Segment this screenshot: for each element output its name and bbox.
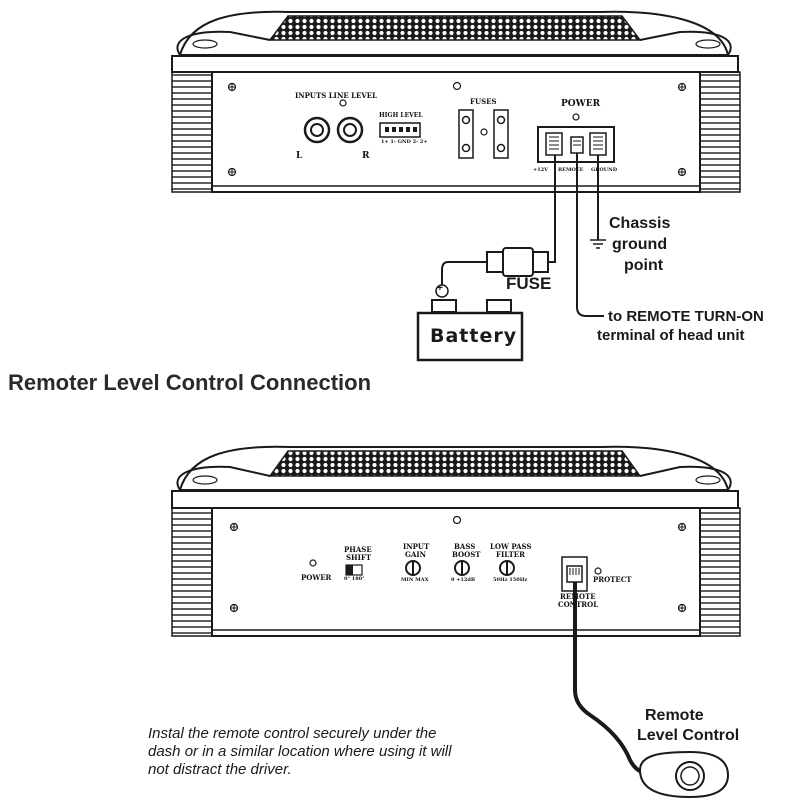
input-gain-label-1: INPUT — [403, 542, 430, 551]
phase-shift-label-1: PHASE — [344, 545, 372, 554]
inline-fuse — [486, 247, 549, 277]
remote-control-label-1: REMOTE — [560, 592, 596, 601]
wire-remote — [576, 153, 604, 317]
power-label: POWER — [561, 99, 601, 109]
remote-cable — [573, 582, 649, 776]
remote-control-label-2: CONTROL — [558, 600, 599, 609]
high-level-label: HIGH LEVEL — [379, 112, 423, 119]
wire-12v — [548, 155, 556, 263]
right-channel-label: R — [362, 151, 370, 161]
left-channel-label: L — [296, 151, 303, 161]
phase-shift-label-2: SHIFT — [346, 553, 372, 562]
install-note: Instal the remote control securely under… — [148, 725, 451, 779]
protect-label: PROTECT — [593, 575, 632, 584]
remote-turn-on-line-2: terminal of head unit — [597, 327, 745, 344]
bass-boost-range: 0 +12dB — [451, 577, 476, 583]
chassis-label-line-2: ground — [612, 236, 668, 253]
terminal-ground-label: GROUND — [591, 167, 618, 173]
install-note-line-2: dash or in a similar location where usin… — [148, 743, 452, 760]
rca-input-left — [303, 116, 331, 144]
remote-level-label-1: Remote — [645, 707, 704, 724]
chassis-label-line-1: Chassis — [609, 215, 671, 232]
install-note-line-3: not distract the driver. — [148, 761, 292, 778]
rca-input-right — [336, 116, 364, 144]
input-gain-label-2: GAIN — [405, 550, 427, 559]
wire-battery-positive — [441, 261, 487, 286]
bass-boost-label-1: BASS — [454, 542, 476, 551]
protect-led — [594, 567, 602, 575]
remote-turn-on-line-1: to REMOTE TURN-ON — [608, 308, 764, 325]
power-led — [309, 559, 317, 567]
remote-level-control-unit — [638, 750, 730, 798]
input-gain-range: MIN MAX — [401, 577, 429, 583]
low-pass-range: 50Hz 150Hz — [493, 577, 528, 583]
fuse-holders — [458, 109, 509, 159]
high-level-pins-label: 1+ 1- GND 2- 2+ — [381, 139, 428, 145]
power-led-label: POWER — [301, 573, 332, 582]
inputs-line-level-label: INPUTS LINE LEVEL — [295, 91, 378, 100]
install-note-line-1: Instal the remote control securely under… — [148, 725, 437, 742]
bass-boost-label-2: BOOST — [452, 550, 481, 559]
bottom-grille — [268, 450, 642, 477]
top-amplifier — [171, 10, 741, 193]
section-title: Remoter Level Control Connection — [8, 370, 372, 395]
terminal-remote-label: REMOTE — [558, 167, 584, 173]
chassis-label-line-3: point — [624, 257, 664, 274]
bottom-amplifier — [171, 445, 741, 637]
fuse-label: FUSE — [506, 274, 552, 293]
fuses-label: FUSES — [470, 97, 497, 106]
battery-positive-label: + — [437, 283, 443, 294]
phase-shift-range: 0° 180° — [344, 576, 365, 582]
battery — [416, 284, 524, 362]
terminal-12v-label: +12V — [533, 167, 549, 173]
low-pass-label-2: FILTER — [496, 550, 525, 559]
top-grille — [268, 15, 642, 41]
low-pass-label-1: LOW PASS — [490, 542, 532, 551]
remote-level-label-2: Level Control — [637, 727, 740, 744]
top-wiring — [441, 153, 604, 317]
ground-symbol — [590, 239, 606, 249]
battery-label: Battery — [430, 325, 518, 347]
